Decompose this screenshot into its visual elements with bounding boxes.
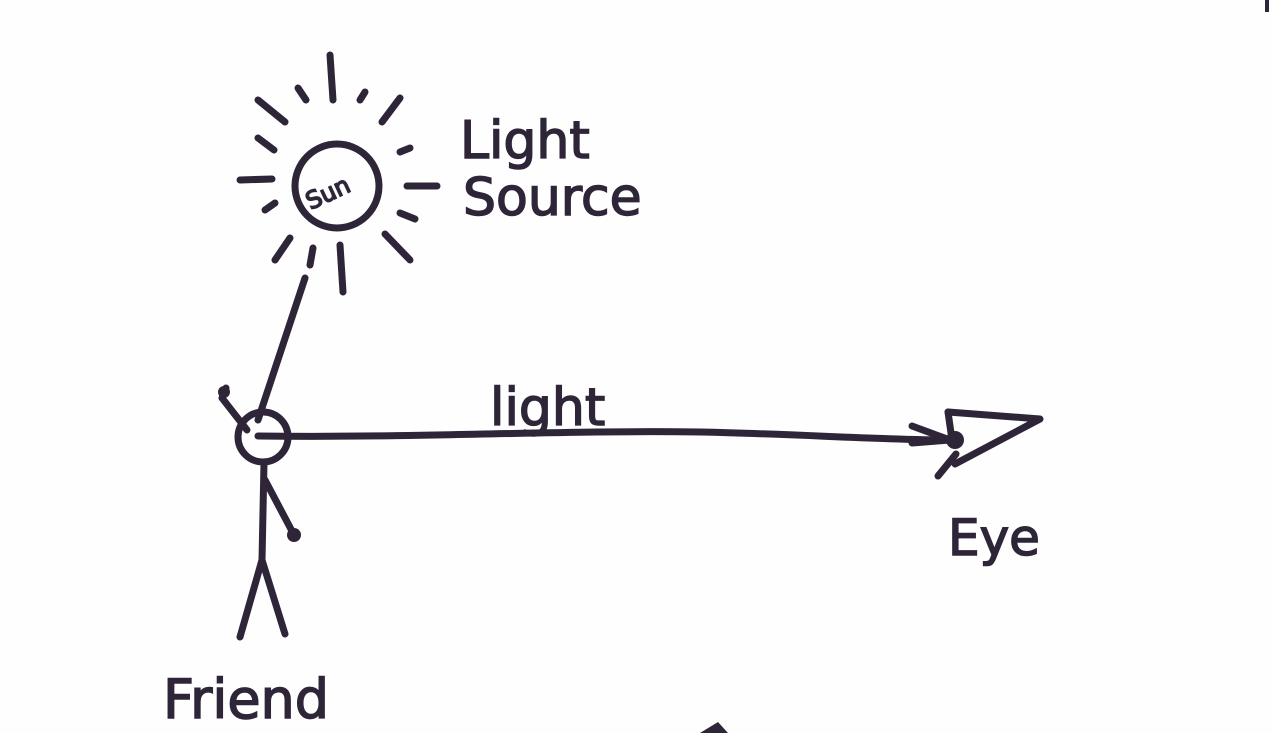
eye-pupil-icon: [946, 431, 964, 449]
light-ray-line: [254, 428, 956, 444]
sunlight-ray: [254, 274, 309, 424]
sun: Sun: [236, 51, 441, 296]
friend-arm: [261, 476, 297, 537]
sun-label: Sun: [301, 171, 354, 216]
light-source-label-line2: Source: [463, 168, 642, 228]
friend-hand: [218, 386, 230, 398]
eye-lash: [934, 450, 960, 480]
friend-hand-dot: [287, 528, 301, 542]
friend-label: Friend: [163, 668, 329, 731]
sun-rays: [236, 51, 441, 296]
light-source-label-line1: Light: [460, 111, 590, 171]
eye-label: Eye: [948, 509, 1040, 567]
light-label: light: [490, 378, 605, 438]
eye: [934, 408, 1044, 480]
eye-outline: [944, 408, 1044, 468]
ink-mark: [700, 722, 728, 733]
friend-stick-figure: [218, 384, 301, 641]
arrowhead-icon: [908, 422, 954, 447]
sun-circle: [291, 140, 383, 232]
edge-mark: [1265, 0, 1269, 12]
friend-legs: [236, 556, 289, 641]
